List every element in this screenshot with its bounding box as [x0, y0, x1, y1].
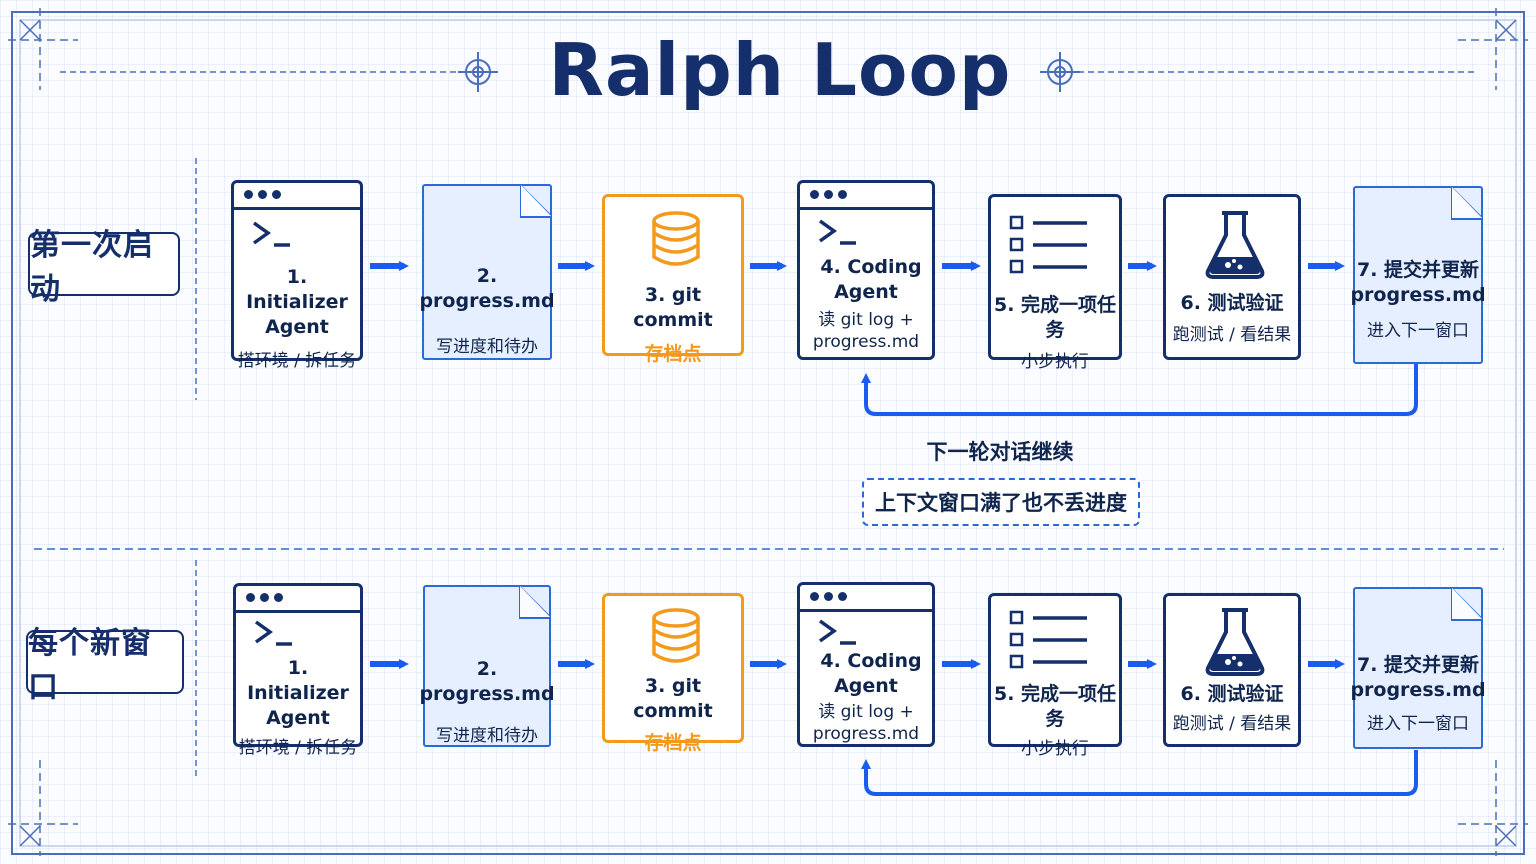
crosshair-icon — [458, 52, 498, 92]
step-progress-md: 2. progress.md 写进度和待办 — [419, 184, 555, 360]
step-title: 1. Initializer — [246, 266, 348, 313]
step-title: 3. git commit — [633, 675, 713, 722]
loop-callout: 上下文窗口满了也不丢进度 — [862, 478, 1140, 526]
loop-back-arrow — [861, 364, 1418, 416]
database-icon — [652, 608, 700, 663]
terminal-prompt-icon — [818, 219, 856, 245]
loop-note: 下一轮对话继续 — [926, 440, 1074, 464]
step-title-line2: Agent — [265, 316, 329, 338]
step-title: 7. 提交并更新 — [1356, 259, 1480, 281]
step-git-commit: 3. git commit 存档点 — [602, 194, 744, 365]
step-progress-md: 2. progress.md 写进度和待办 — [419, 585, 555, 747]
step-title: 3. git commit — [633, 284, 713, 331]
step-subtitle-line2: progress.md — [812, 724, 920, 744]
step-coding-agent: 4. Coding Agent 读 git log + progress.md — [797, 582, 935, 747]
step-commit-update: 7. 提交并更新 progress.md 进入下一窗口 — [1350, 587, 1486, 749]
step-title: 5. 完成一项任务 — [993, 294, 1117, 341]
step-subtitle: 跑测试 / 看结果 — [1172, 714, 1292, 734]
step-initializer-agent: 1. Initializer Agent 搭环境 / 拆任务 — [231, 180, 363, 371]
step-title: 6. 测试验证 — [1180, 683, 1284, 705]
step-subtitle: 小步执行 — [1021, 352, 1089, 372]
step-subtitle: 小步执行 — [1021, 739, 1089, 759]
corner-marks — [8, 8, 1528, 856]
document-corner-icon — [1451, 186, 1483, 220]
step-subtitle: 读 git log + — [818, 310, 914, 330]
row-label-first-start: 第一次启动 — [28, 228, 180, 307]
step-title: 7. 提交并更新 — [1356, 654, 1480, 676]
step-title: 4. Coding — [820, 650, 922, 672]
step-title: 2. progress.md — [419, 658, 555, 705]
step-title: 4. Coding — [820, 256, 922, 278]
step-test-verify: 6. 测试验证 跑测试 / 看结果 — [1163, 194, 1301, 360]
terminal-prompt-icon — [254, 620, 292, 646]
document-corner-icon — [1451, 587, 1483, 621]
step-title-line2: Agent — [834, 281, 898, 303]
step-title-line2: progress.md — [1350, 679, 1486, 701]
step-initializer-agent: 1. Initializer Agent 搭环境 / 拆任务 — [233, 583, 363, 758]
step-subtitle: 进入下一窗口 — [1367, 714, 1469, 734]
step-title: 1. Initializer — [247, 657, 349, 704]
step-title-line2: Agent — [834, 675, 898, 697]
checklist-icon — [1009, 215, 1087, 274]
window-titlebar — [800, 585, 932, 612]
step-title: 2. progress.md — [419, 265, 555, 312]
loop-back-arrow — [861, 750, 1418, 796]
step-subtitle: 写进度和待办 — [436, 337, 538, 357]
step-subtitle: 写进度和待办 — [436, 726, 538, 746]
document-corner-icon — [519, 585, 551, 619]
step-subtitle: 搭环境 / 拆任务 — [237, 351, 357, 371]
step-subtitle: 搭环境 / 拆任务 — [238, 738, 358, 758]
step-subtitle: 进入下一窗口 — [1367, 321, 1469, 341]
flask-icon — [1205, 608, 1265, 676]
outer-frame — [11, 11, 1525, 855]
step-title-line2: progress.md — [1350, 284, 1486, 306]
step-subtitle: 存档点 — [644, 343, 702, 365]
terminal-prompt-icon — [252, 221, 290, 247]
step-commit-update: 7. 提交并更新 progress.md 进入下一窗口 — [1350, 186, 1486, 364]
step-subtitle: 读 git log + — [818, 702, 914, 722]
step-subtitle: 跑测试 / 看结果 — [1172, 325, 1292, 345]
terminal-prompt-icon — [818, 619, 856, 645]
page-title: Ralph Loop — [548, 28, 1012, 112]
step-complete-task: 5. 完成一项任务 小步执行 — [988, 194, 1122, 372]
database-icon — [652, 211, 700, 266]
checklist-icon — [1009, 610, 1087, 669]
window-titlebar — [236, 586, 360, 613]
window-titlebar — [800, 183, 932, 210]
crosshair-icon — [1040, 52, 1080, 92]
step-git-commit: 3. git commit 存档点 — [602, 593, 744, 754]
window-titlebar — [234, 183, 360, 210]
step-subtitle: 存档点 — [644, 732, 702, 754]
step-title: 6. 测试验证 — [1180, 292, 1284, 314]
row-label-each-window: 每个新窗口 — [26, 626, 184, 705]
inner-frame — [19, 19, 1517, 847]
step-title: 5. 完成一项任务 — [993, 683, 1117, 730]
document-corner-icon — [520, 184, 552, 218]
flask-icon — [1205, 211, 1265, 279]
step-subtitle-line2: progress.md — [812, 332, 920, 352]
step-test-verify: 6. 测试验证 跑测试 / 看结果 — [1163, 593, 1301, 747]
step-coding-agent: 4. Coding Agent 读 git log + progress.md — [797, 180, 935, 360]
step-title-line2: Agent — [266, 707, 330, 729]
step-complete-task: 5. 完成一项任务 小步执行 — [988, 593, 1122, 759]
